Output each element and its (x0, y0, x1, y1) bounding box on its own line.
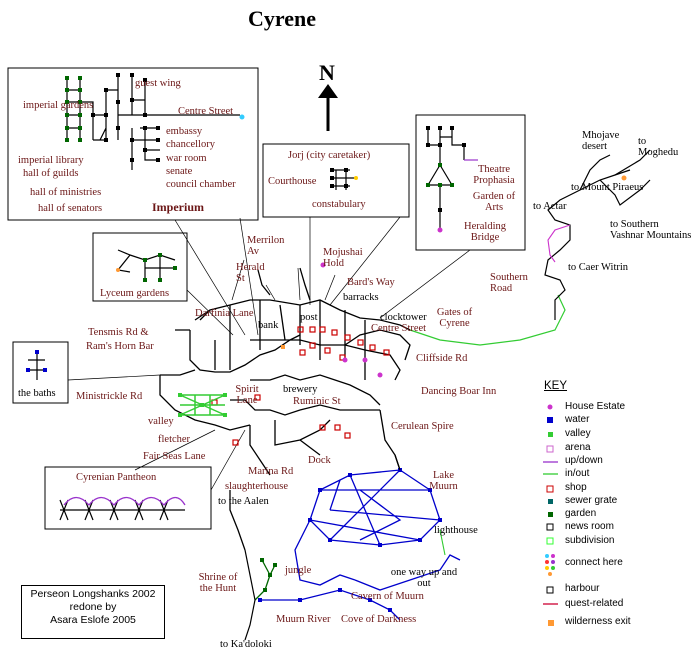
label-post: post (300, 312, 318, 323)
label-fletcher: fletcher (158, 434, 191, 445)
label-dock: Dock (308, 455, 331, 466)
pointer-lines (67, 216, 471, 491)
label-to-southern-vashnar: to Southern Vashnar Mountains (610, 219, 692, 242)
label-lake-muurn: Lake Muurn (429, 470, 458, 493)
label-war-room: war room (166, 153, 207, 164)
map-title: Cyrene (248, 6, 317, 31)
label-lyceum-gardens: Lyceum gardens (100, 288, 170, 299)
label-marina-rd: Marina Rd (248, 466, 294, 477)
label-hall-of-ministries: hall of ministries (30, 187, 102, 198)
label-guest-wing: guest wing (135, 78, 181, 89)
label-dancing-boar-inn: Dancing Boar Inn (421, 386, 497, 397)
label-bards-way: Bard's Way (347, 277, 395, 288)
label-valley: valley (148, 416, 174, 427)
key-title: KEY (544, 380, 568, 392)
label-one-way-up-and-out: one way up and out (390, 567, 458, 590)
label-constabulary: constabulary (312, 199, 366, 210)
label-jorj: Jorj (city caretaker) (288, 150, 371, 161)
imperium-box (7, 67, 259, 221)
label-bank: bank (258, 320, 279, 331)
label-cyrenian-pantheon: Cyrenian Pantheon (76, 472, 157, 483)
label-imperial-library: imperial library (18, 155, 84, 166)
key-symbols (543, 404, 558, 626)
label-senate: senate (166, 166, 193, 177)
label-fair-seas-lane: Fair Seas Lane (143, 451, 206, 462)
label-to-caer-witrin: to Caer Witrin (568, 262, 629, 273)
pantheon-box (44, 466, 212, 530)
label-cerulean-spire: Cerulean Spire (391, 421, 454, 432)
lyceum-map (116, 249, 176, 280)
credit-box: Perseon Longshanks 2002 redone by Asara … (21, 585, 165, 639)
label-jungle: jungle (285, 565, 312, 576)
pantheon-map (59, 499, 185, 521)
label-spirit-lane: Spirit Lane (235, 384, 259, 407)
label-rams-horn-bar: Ram's Horn Bar (86, 341, 154, 352)
label-to-actar: to Actar (533, 201, 567, 212)
label-embassy: embassy (166, 126, 203, 137)
credit-line-2: redone by (69, 601, 117, 614)
label-southern-road: Southern Road (490, 272, 528, 295)
label-cove-of-darkness: Cove of Darkness (341, 614, 417, 625)
label-shrine-of-the-hunt: Shrine of the Hunt (198, 572, 238, 595)
imperium-map (66, 75, 240, 170)
label-barracks: barracks (343, 292, 379, 303)
label-hall-of-senators: hall of senators (38, 203, 103, 214)
label-theatre-prophasia: Theatre Prophasia (473, 164, 515, 187)
label-cavern-of-muurn: Cavern of Muurn (351, 591, 424, 602)
label-ministrickle-rd: Ministrickle Rd (76, 391, 143, 402)
courthouse-map (332, 169, 356, 190)
label-chancellory: chancellory (166, 139, 215, 150)
label-garden-of-arts: Garden of Arts (472, 191, 516, 214)
label-tensmis-rd: Tensmis Rd & (88, 327, 149, 338)
label-to-the-aalen: to the Aalen (218, 496, 269, 507)
label-mhojave-desert: Mhojave desert (582, 130, 620, 153)
credit-line-3: Asara Eslofe 2005 (50, 614, 136, 627)
gates-link (409, 294, 566, 346)
house-estates (320, 262, 383, 378)
southern-road (544, 149, 651, 320)
north-arrow-icon (318, 84, 338, 131)
theatre-map (427, 128, 465, 230)
label-herald-st: Herald St (236, 262, 265, 285)
lyceum-box (92, 232, 188, 302)
label-mojushai-hold: Mojushai Hold (323, 247, 363, 270)
label-slaughterhouse: slaughterhouse (225, 481, 288, 492)
credit-line-1: Perseon Longshanks 2002 (30, 588, 156, 600)
label-imperial-gardens: imperial gardens (23, 100, 94, 111)
label-brewery: brewery (283, 384, 318, 395)
imperium-gardens (65, 76, 82, 142)
label-gates-of-cyrene: Gates of Cyrene (436, 307, 473, 330)
label-to-mount-piraeus: to Mount Piraeus (571, 182, 644, 193)
city-roads (159, 267, 411, 551)
label-lighthouse: lighthouse (434, 525, 478, 536)
label-clocktower: clocktower (380, 312, 427, 323)
courthouse-box (262, 143, 410, 218)
theatre-box (415, 114, 526, 251)
label-to-moghedu: to Moghedu (638, 136, 679, 159)
shops (211, 326, 390, 446)
label-centre-street-imperium: Centre Street (178, 106, 234, 117)
label-merrilon-av: Merrilon Av (247, 235, 285, 258)
label-centre-street: Centre Street (371, 323, 427, 334)
label-heralding-bridge: Heralding Bridge (464, 221, 506, 244)
label-to-kadoloki: to Ka'doloki (220, 639, 272, 650)
label-courthouse: Courthouse (268, 176, 317, 187)
inset-boxes (7, 67, 526, 530)
baths-box (12, 341, 69, 404)
compass-north-label: N (319, 60, 335, 85)
centre-street-connector (239, 114, 245, 120)
imperium-rooms (91, 73, 160, 162)
label-cliffside-rd: Cliffside Rd (416, 353, 468, 364)
label-hall-of-guilds: hall of guilds (23, 168, 79, 179)
label-darfinia-lane: Darfinia Lane (195, 308, 254, 319)
label-council-chamber: council chamber (166, 179, 236, 190)
imperium-title: Imperium (152, 200, 204, 214)
label-muurn-river: Muurn River (276, 614, 331, 625)
label-the-baths: the baths (18, 388, 56, 399)
jungle (254, 559, 276, 601)
label-ruminic-st: Ruminic St (293, 396, 341, 407)
